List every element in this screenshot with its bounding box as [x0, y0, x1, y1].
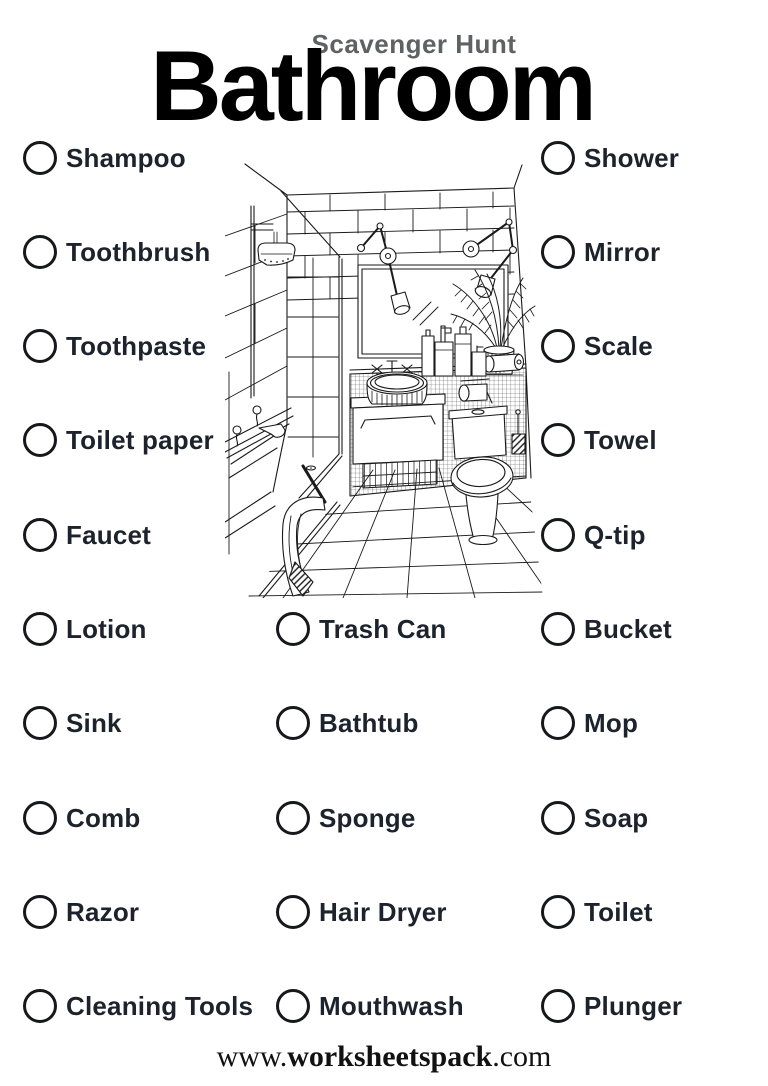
checkbox-circle[interactable] — [23, 801, 57, 835]
checklist-item-label: Lotion — [66, 613, 147, 644]
checklist-item: Shampoo — [23, 141, 186, 175]
bottles-drawing — [421, 325, 487, 377]
checkbox-circle[interactable] — [541, 423, 575, 457]
checklist-item: Toilet paper — [23, 423, 214, 457]
checklist-item-label: Cleaning Tools — [66, 990, 254, 1021]
checklist-item: Comb — [23, 801, 140, 835]
url-name: worksheetspack — [287, 1040, 493, 1073]
url-suffix: .com — [492, 1040, 552, 1073]
checklist-item: Sponge — [276, 801, 416, 835]
checklist-item: Sink — [23, 706, 122, 740]
hanging-towel-drawing — [258, 496, 341, 598]
checklist-item: Toothbrush — [23, 235, 210, 269]
rolled-towel-drawing — [483, 353, 525, 376]
floor-tiles-drawing — [248, 465, 543, 598]
checklist-item: Hair Dryer — [276, 895, 447, 929]
wall-lamp-left-drawing — [356, 222, 411, 315]
checkbox-circle[interactable] — [276, 612, 310, 646]
checklist-item: Toothpaste — [23, 329, 206, 363]
checklist-item: Razor — [23, 895, 139, 929]
url-prefix: www. — [216, 1040, 288, 1073]
checklist-item-label: Mirror — [584, 236, 661, 267]
checklist-item-label: Plunger — [584, 990, 683, 1021]
checklist-item: Lotion — [23, 612, 147, 646]
checklist-item-label: Bucket — [584, 613, 672, 644]
checklist-item-label: Razor — [66, 896, 140, 927]
checklist-item-label: Scale — [584, 330, 653, 361]
checkbox-circle[interactable] — [541, 895, 575, 929]
checkbox-circle[interactable] — [23, 706, 57, 740]
checklist-item-label: Towel — [584, 424, 657, 455]
page-title: Bathroom — [150, 30, 597, 141]
toilet-paper-drawing — [458, 378, 493, 404]
checkbox-circle[interactable] — [541, 801, 575, 835]
checklist-item-label: Faucet — [66, 519, 152, 550]
checklist-item-label: Mouthwash — [319, 990, 464, 1021]
checkbox-circle[interactable] — [541, 612, 575, 646]
checklist-item: Mop — [541, 706, 638, 740]
checkbox-circle[interactable] — [276, 989, 310, 1023]
checklist-item-label: Shampoo — [66, 142, 186, 173]
checkbox-circle[interactable] — [541, 518, 575, 552]
checklist-item-label: Q-tip — [584, 519, 646, 550]
checkbox-circle[interactable] — [23, 518, 57, 552]
checkbox-circle[interactable] — [276, 801, 310, 835]
checklist-item: Trash Can — [276, 612, 447, 646]
bathroom-illustration — [225, 163, 543, 598]
checklist-item-label: Toothbrush — [66, 236, 211, 267]
shower-head-drawing — [250, 205, 296, 399]
checkbox-circle[interactable] — [276, 895, 310, 929]
checklist-item: Cleaning Tools — [23, 989, 253, 1023]
bathtub-drawing — [225, 405, 317, 539]
checkbox-circle[interactable] — [541, 235, 575, 269]
checkbox-circle[interactable] — [23, 989, 57, 1023]
checklist-item: Bucket — [541, 612, 672, 646]
shower-glass-drawing — [280, 190, 343, 504]
checklist-item-label: Mop — [584, 707, 639, 738]
checklist-item: Towel — [541, 423, 657, 457]
checkbox-circle[interactable] — [23, 235, 57, 269]
checklist-item-label: Bathtub — [319, 707, 419, 738]
checklist-item-label: Toothpaste — [66, 330, 207, 361]
website-url: www.worksheetspack.com — [0, 1040, 768, 1074]
checklist-item-label: Toilet paper — [66, 424, 214, 455]
checklist-item: Shower — [541, 141, 679, 175]
checklist-item: Mirror — [541, 235, 660, 269]
checkbox-circle[interactable] — [23, 423, 57, 457]
checklist-item: Mouthwash — [276, 989, 464, 1023]
checkbox-circle[interactable] — [23, 141, 57, 175]
checklist-item: Bathtub — [276, 706, 419, 740]
checkbox-circle[interactable] — [276, 706, 310, 740]
worksheet-subtitle: Scavenger Hunt — [311, 29, 517, 59]
checklist-item: Toilet — [541, 895, 653, 929]
wall-lamp-right-drawing — [462, 218, 518, 298]
checklist-item: Faucet — [23, 518, 151, 552]
checklist-item-label: Soap — [584, 802, 649, 833]
checklist-item-label: Comb — [66, 802, 141, 833]
checklist-item-label: Trash Can — [319, 613, 447, 644]
toilet-brush-drawing — [511, 409, 526, 455]
checklist-item-label: Shower — [584, 142, 680, 173]
checklist-item: Soap — [541, 801, 648, 835]
checklist-item: Q-tip — [541, 518, 646, 552]
toilet-drawing — [448, 405, 514, 546]
checkbox-circle[interactable] — [23, 329, 57, 363]
checkbox-circle[interactable] — [541, 329, 575, 363]
checklist-item-label: Toilet — [584, 896, 653, 927]
checkbox-circle[interactable] — [541, 989, 575, 1023]
checklist-item: Scale — [541, 329, 653, 363]
checklist-item-label: Hair Dryer — [319, 896, 447, 927]
checkbox-circle[interactable] — [541, 141, 575, 175]
checklist-item: Plunger — [541, 989, 682, 1023]
checkbox-circle[interactable] — [23, 612, 57, 646]
sink-vanity-drawing — [350, 371, 446, 489]
checklist-item-label: Sink — [66, 707, 122, 738]
checkbox-circle[interactable] — [541, 706, 575, 740]
checkbox-circle[interactable] — [23, 895, 57, 929]
checklist-item-label: Sponge — [319, 802, 416, 833]
